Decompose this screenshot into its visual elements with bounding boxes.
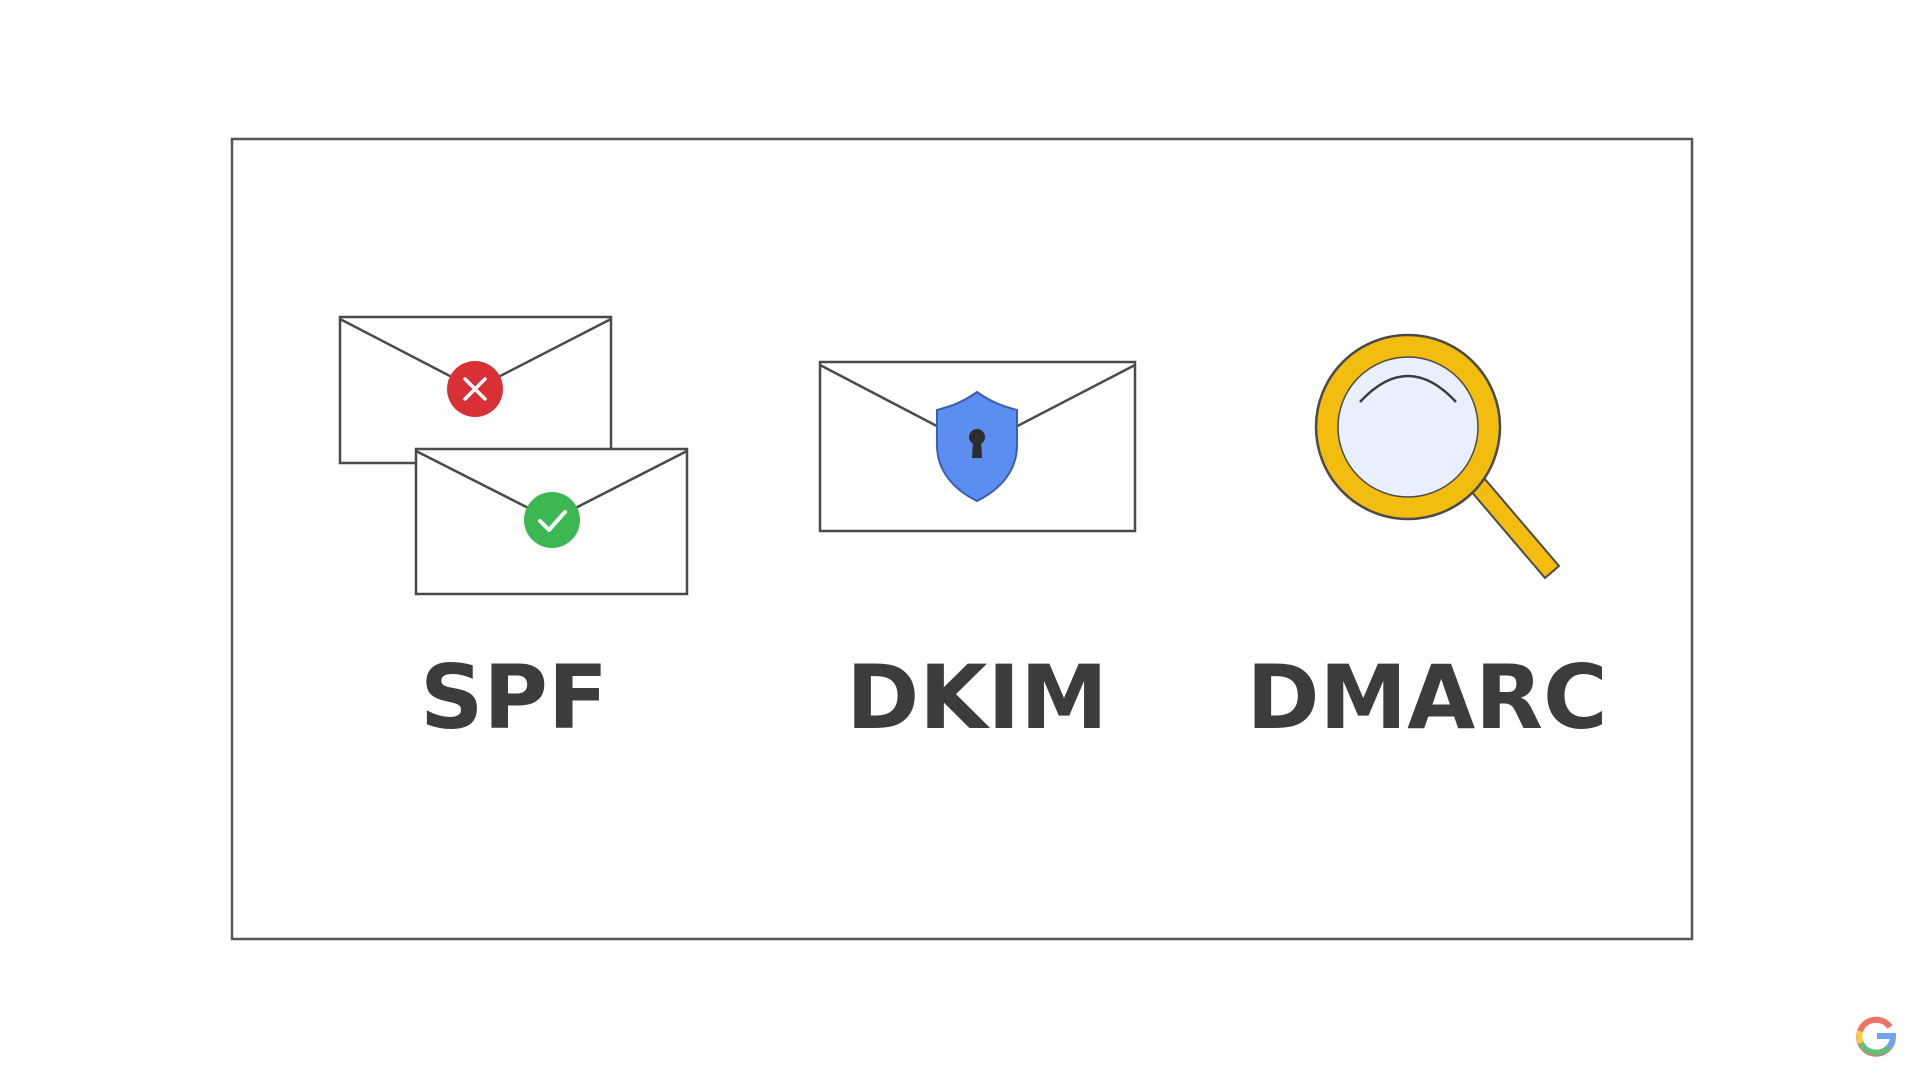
envelopes-pass-fail-icon: [338, 315, 689, 596]
magnifying-glass-icon: [1314, 333, 1561, 580]
dkim-label: DKIM: [846, 646, 1108, 749]
google-logo-icon: [1856, 1016, 1897, 1057]
pass-badge-icon: [524, 492, 580, 548]
spf-label: SPF: [420, 646, 608, 749]
dmarc-label: DMARC: [1246, 646, 1607, 749]
envelope-shield-lock-icon: [818, 360, 1137, 533]
